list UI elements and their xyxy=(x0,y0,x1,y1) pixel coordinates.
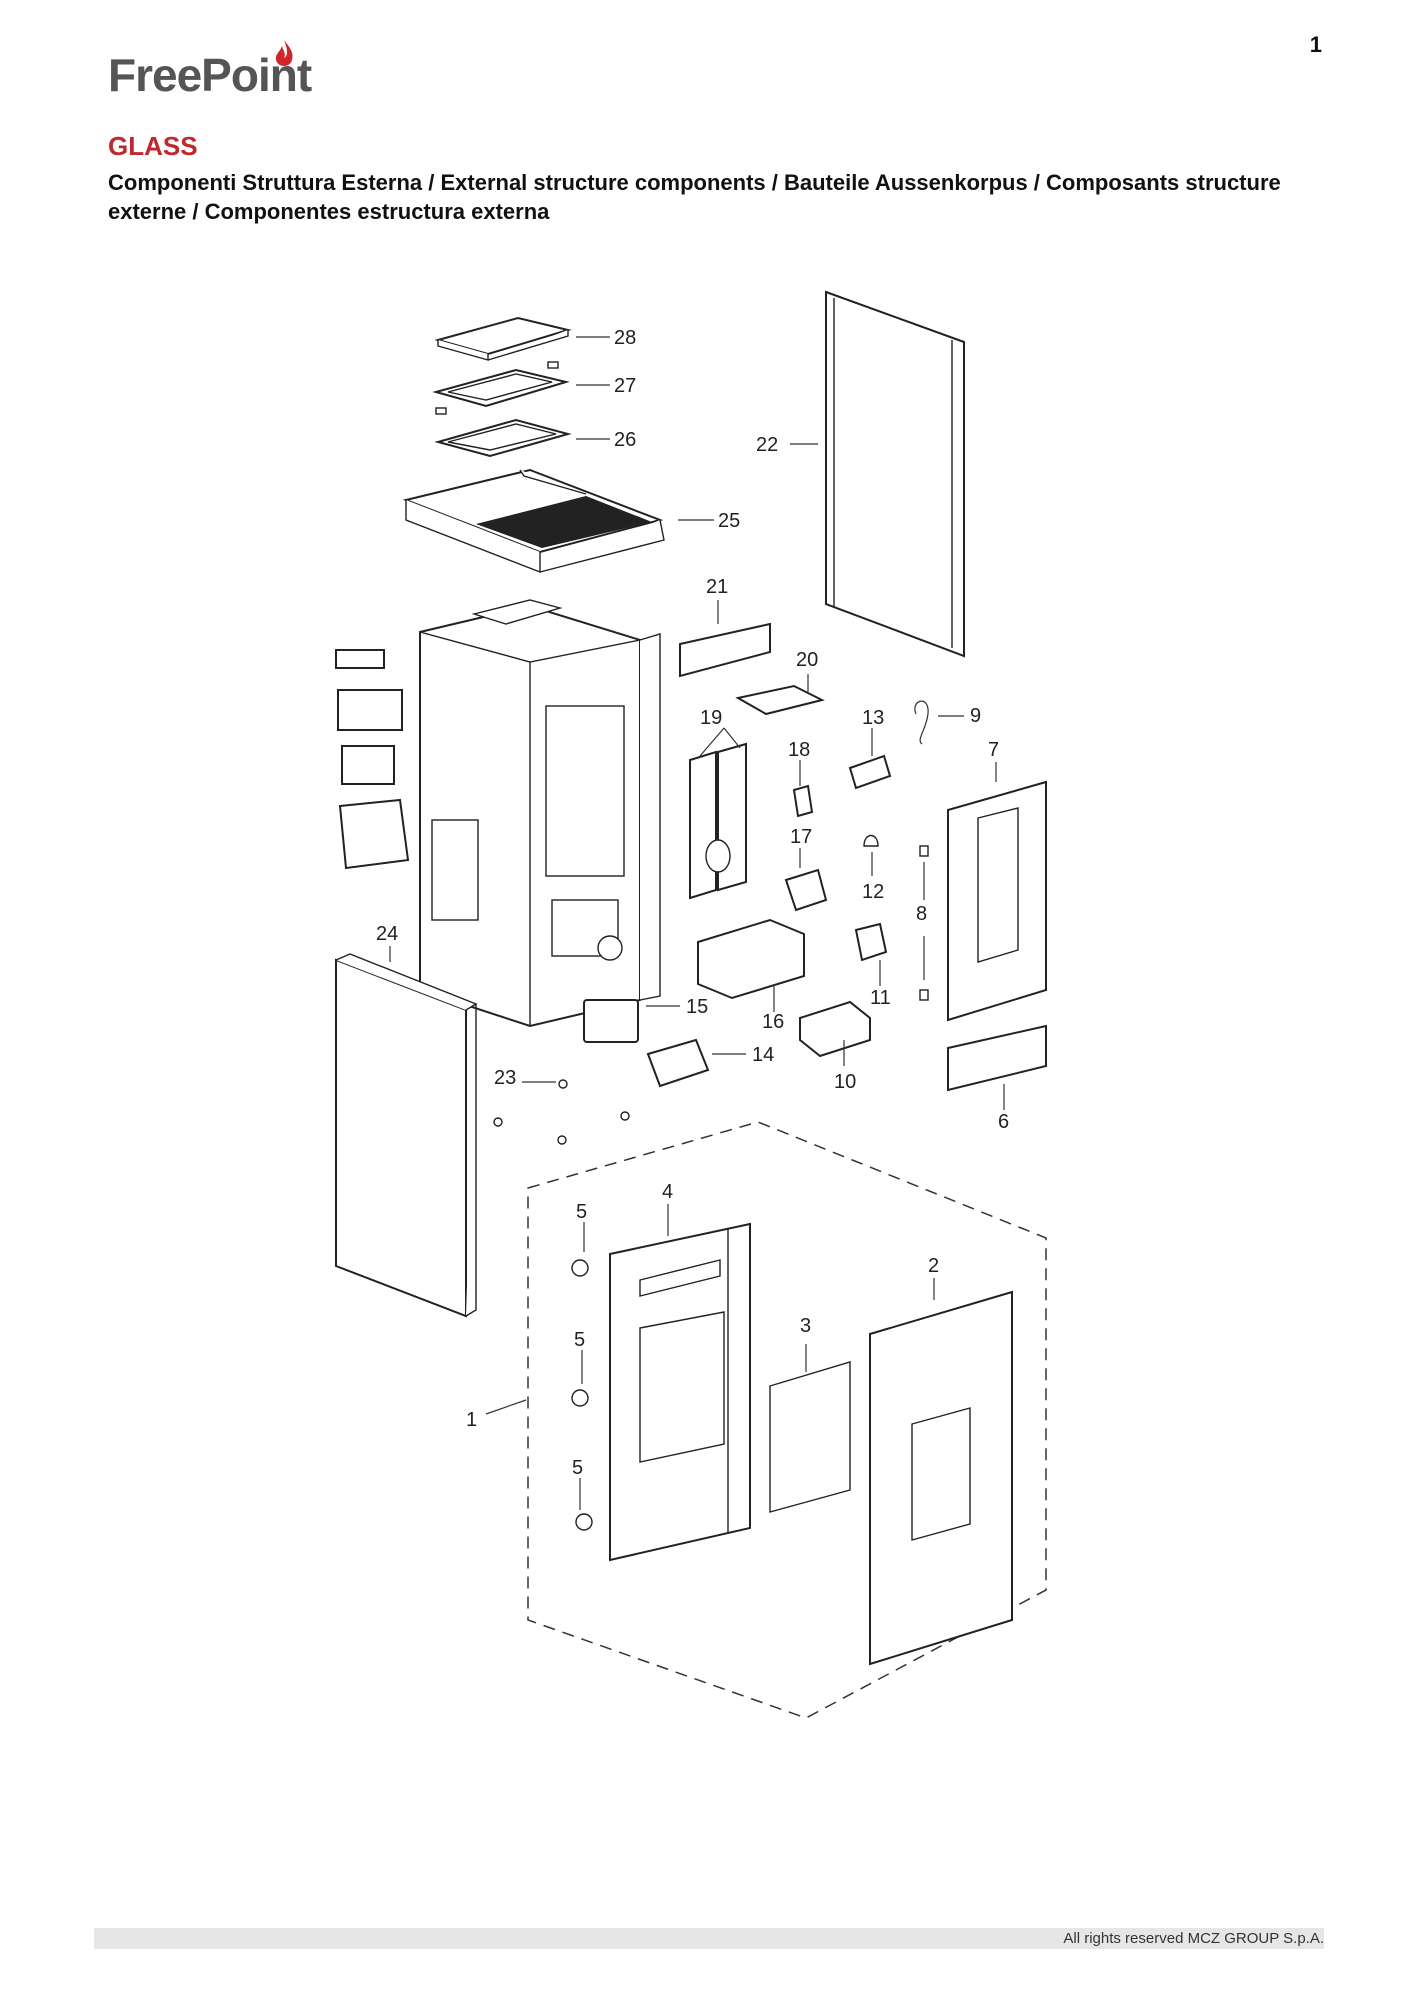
part-17 xyxy=(784,868,828,912)
part-10 xyxy=(799,1000,871,1058)
door-assembly-outline xyxy=(527,1121,1047,1719)
callout-9: 9 xyxy=(970,705,981,727)
part-3 xyxy=(769,1361,851,1513)
part-24 xyxy=(335,953,478,1318)
callout-6: 6 xyxy=(998,1111,1009,1133)
callout-17: 17 xyxy=(790,826,812,848)
part-15 xyxy=(583,999,639,1043)
callout-5-top: 5 xyxy=(576,1201,587,1223)
model-title: GLASS xyxy=(108,131,198,161)
part-16 xyxy=(697,918,805,1000)
page-subtitle: Componenti Struttura Esterna / External … xyxy=(108,170,1281,224)
part-13 xyxy=(848,754,892,790)
part-2 xyxy=(869,1290,1013,1666)
callout-12: 12 xyxy=(862,881,884,903)
part-26 xyxy=(434,418,572,458)
part-6 xyxy=(947,1024,1047,1092)
part-23 xyxy=(493,1079,630,1145)
part-14 xyxy=(646,1038,710,1088)
part-19 xyxy=(689,742,747,900)
part-18 xyxy=(792,784,814,818)
callout-4: 4 xyxy=(662,1181,673,1203)
callout-27: 27 xyxy=(614,375,636,397)
callout-14: 14 xyxy=(752,1044,774,1066)
footer-copyright: All rights reserved MCZ GROUP S.p.A. xyxy=(1063,1930,1324,1947)
callout-5-middle: 5 xyxy=(574,1329,585,1351)
part-11 xyxy=(854,922,888,962)
part-5 xyxy=(571,1259,593,1531)
callout-8: 8 xyxy=(916,903,927,925)
callout-15: 15 xyxy=(686,996,708,1018)
part-20 xyxy=(735,684,825,716)
callout-5-bottom: 5 xyxy=(572,1457,583,1479)
footer-bar xyxy=(94,1928,1324,1949)
callout-13: 13 xyxy=(862,707,884,729)
callout-11: 11 xyxy=(870,987,891,1009)
callout-19: 19 xyxy=(700,707,722,729)
callout-24: 24 xyxy=(376,923,398,945)
callout-10: 10 xyxy=(834,1071,856,1093)
part-4 xyxy=(609,1222,751,1562)
callout-20: 20 xyxy=(796,649,818,671)
control-panel-parts xyxy=(335,649,410,870)
callout-21: 21 xyxy=(706,576,728,598)
part-21 xyxy=(679,622,771,678)
callout-leaders xyxy=(389,336,1005,1510)
part-9 xyxy=(914,700,929,745)
stove-body-frame xyxy=(419,599,661,1028)
callout-22: 22 xyxy=(756,434,778,456)
callout-16: 16 xyxy=(762,1011,784,1033)
part-12 xyxy=(863,834,879,847)
callout-26: 26 xyxy=(614,429,636,451)
callout-7: 7 xyxy=(988,739,999,761)
part-8 xyxy=(919,845,929,1001)
callout-25: 25 xyxy=(718,510,740,532)
callout-3: 3 xyxy=(800,1315,811,1337)
callout-1: 1 xyxy=(466,1409,477,1431)
flame-icon xyxy=(275,40,293,66)
callout-18: 18 xyxy=(788,739,810,761)
part-28 xyxy=(434,316,572,361)
page-number: 1 xyxy=(1309,32,1322,57)
callout-labels: 28 27 26 25 22 21 20 19 13 9 7 18 17 12 … xyxy=(376,327,1009,1479)
part-22 xyxy=(825,290,965,658)
brand-logo: FreePoint xyxy=(108,38,328,108)
part-25 xyxy=(402,468,665,574)
callout-28: 28 xyxy=(614,327,636,349)
part-27 xyxy=(432,361,570,415)
callout-23: 23 xyxy=(494,1067,516,1089)
callout-2: 2 xyxy=(928,1255,939,1277)
part-7 xyxy=(947,780,1047,1022)
exploded-parts-diagram: 28 27 26 25 22 21 20 19 13 9 7 18 17 12 … xyxy=(335,290,1047,1719)
